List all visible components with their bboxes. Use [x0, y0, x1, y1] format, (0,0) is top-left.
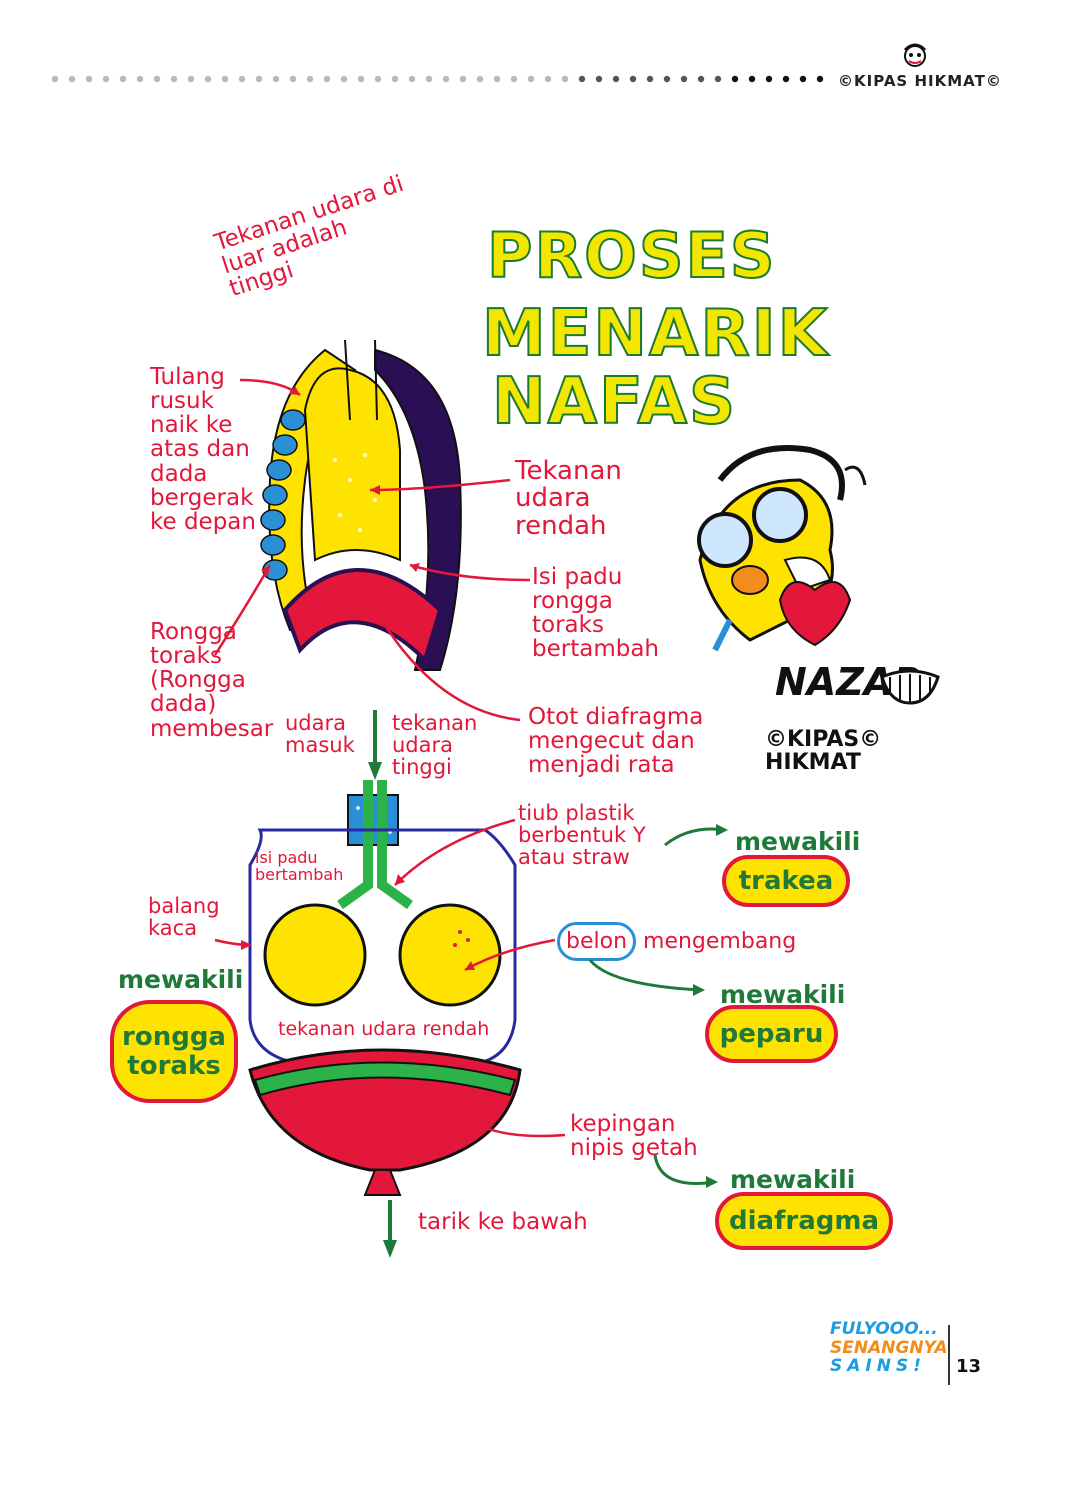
label-ribs: Tulang rusuk naik ke atas dan dada berge…	[150, 364, 256, 535]
represents-trachea: trakea	[722, 855, 850, 907]
label-balloon-word: belon	[557, 922, 637, 961]
title-line-1: PROSES	[486, 219, 777, 292]
label-pull-down: tarik ke bawah	[418, 1209, 588, 1235]
label-low-pressure-chest: Tekanan udara rendah	[515, 456, 622, 541]
header-dotted-rule	[51, 75, 824, 83]
page-number: 13	[956, 1356, 982, 1377]
footer-divider	[948, 1325, 950, 1385]
label-volume-up: isi padu bertambah	[255, 848, 344, 884]
series-logo-line-1: FULYOOO...	[830, 1319, 938, 1339]
title-line-3: NAFAS	[491, 365, 738, 439]
represents-lungs: peparu	[705, 1005, 838, 1063]
represents-thorax: rongga toraks	[110, 1000, 238, 1103]
label-low-pressure-jar: tekanan udara rendah	[278, 1018, 490, 1040]
label-y-tube: tiub plastik berbentuk Y atau straw	[518, 801, 646, 870]
represents-label-trachea: mewakili	[735, 827, 861, 856]
represents-label-lungs: mewakili	[720, 980, 846, 1009]
grin-teeth-icon	[880, 669, 940, 705]
header-credit: ©KIPAS HIKMAT©	[838, 72, 1002, 90]
represents-diaphragm: diafragma	[715, 1192, 893, 1250]
model-label-arrows	[214, 818, 728, 1188]
cartoon-face-illustration	[697, 445, 867, 652]
artist-studio: ©KIPAS© HIKMAT	[765, 727, 882, 776]
label-balloon-expand: mengembang	[643, 929, 797, 954]
series-logo-line-3: SAINS!	[830, 1356, 926, 1377]
series-logo: FULYOOO... SENANGNYA SAINS!	[830, 1320, 948, 1376]
represents-label-diaphragm: mewakili	[730, 1165, 856, 1194]
label-balloon: belon mengembang	[557, 922, 797, 961]
label-air-in: udara masuk	[285, 711, 355, 758]
label-high-pressure: tekanan udara tinggi	[392, 711, 478, 780]
bell-jar-model	[248, 710, 522, 1258]
chest-cavity-illustration	[260, 339, 462, 671]
label-glass-jar: balang kaca	[148, 894, 220, 941]
label-volume-increase: Isi padu rongga toraks bertambah	[532, 564, 659, 663]
mascot-icon	[903, 43, 927, 67]
label-rubber-sheet: kepingan nipis getah	[570, 1111, 698, 1162]
label-cavity-enlarge: Rongga toraks (Rongga dada) membesar	[150, 619, 274, 742]
represents-label-thorax: mewakili	[118, 965, 244, 994]
label-diaphragm-muscle: Otot diafragma mengecut dan menjadi rata	[528, 704, 704, 779]
title-line-2: MENARIK	[481, 297, 830, 371]
series-logo-line-2: SENANGNYA	[830, 1337, 948, 1358]
chest-label-arrows	[213, 378, 531, 722]
